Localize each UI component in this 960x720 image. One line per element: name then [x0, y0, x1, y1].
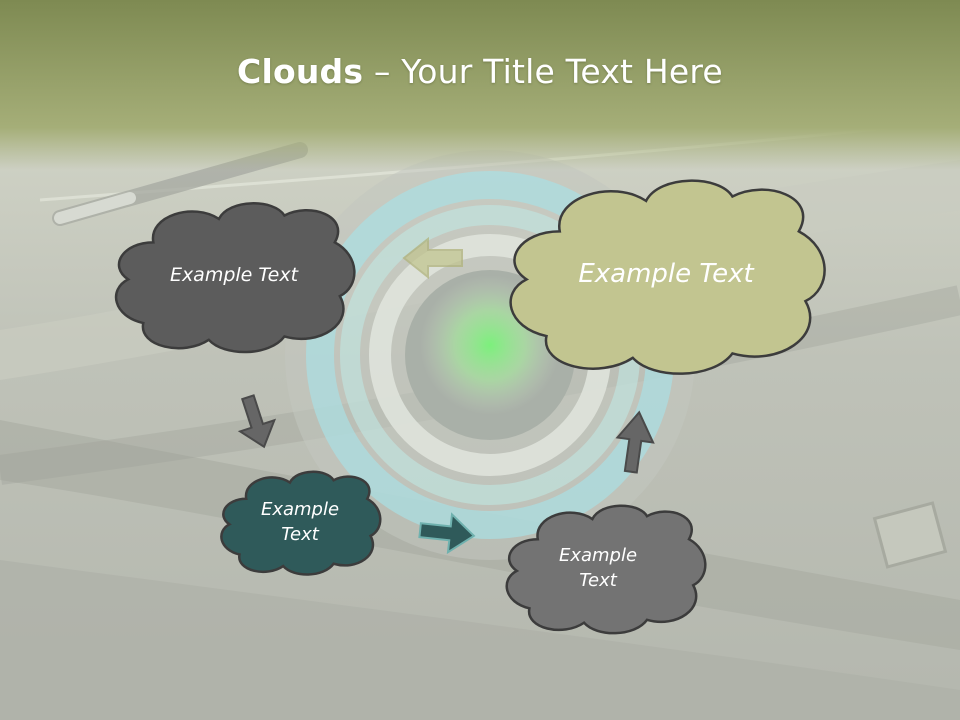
cloud-label: Example Text — [260, 498, 340, 545]
arrow-down — [237, 394, 277, 449]
cloud-bottom-left[interactable]: Example Text — [216, 464, 384, 580]
cloud-shape — [500, 496, 710, 640]
cloud-shape — [216, 464, 384, 580]
cloud-top-right[interactable]: Example Text — [500, 166, 832, 384]
title-bold: Clouds — [237, 52, 364, 91]
cloud-bottom-right[interactable]: Example Text — [500, 496, 710, 640]
cloud-shape — [500, 166, 832, 384]
arrow-right — [418, 512, 476, 555]
cloud-label: Example Text — [558, 544, 638, 591]
arrow-left — [402, 236, 463, 280]
slide-title: Clouds – Your Title Text Here — [0, 52, 960, 91]
cloud-label: Example Text — [578, 258, 754, 289]
cloud-shape — [108, 192, 360, 360]
arrow-up — [615, 410, 655, 474]
cloud-label: Example Text — [169, 263, 299, 286]
title-dash: – — [363, 52, 402, 91]
title-text: Your Title Text Here — [401, 52, 723, 91]
cloud-top-left[interactable]: Example Text — [108, 192, 360, 360]
